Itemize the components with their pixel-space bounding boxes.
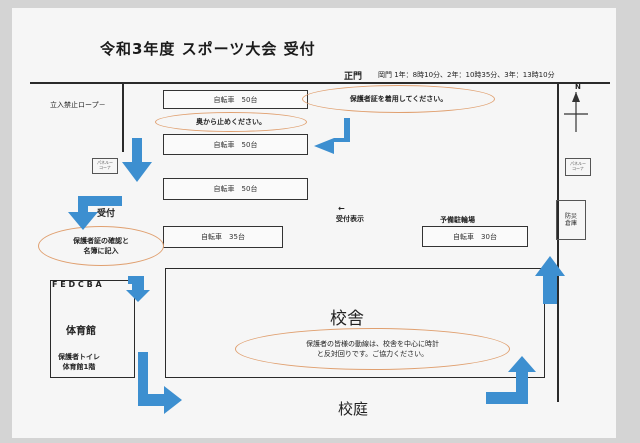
bicycle-parking-1: 自転車 50台 [163, 90, 308, 109]
school-building [165, 268, 545, 378]
bicycle-parking-reserve: 自転車 30台 [422, 226, 528, 247]
arrow-bottom-right-icon [486, 356, 536, 404]
gym-doors-label: F E D C B A [52, 280, 102, 289]
left-rope-line [122, 82, 124, 152]
bicycle-parking-2: 自転車 50台 [163, 134, 308, 155]
disaster-storage: 防災 倉庫 [556, 200, 586, 240]
wear-certificate-note: 保護者証を着用してください。 [302, 85, 495, 113]
top-boundary-line [30, 82, 610, 84]
arrow-l-down-icon [68, 196, 122, 230]
rope-label: 立入禁止ロープ－ [50, 101, 106, 109]
arrow-bottom-left-icon [138, 352, 182, 414]
bicycle-parking-3: 自転車 50台 [163, 178, 308, 200]
reception-marker-label: 受付表示 [336, 215, 364, 223]
circulation-note: 保護者の皆様の動線は、校舎を中心に時計 と反対回りです。ご協力ください。 [235, 328, 510, 370]
gym-label: 体育館 [66, 326, 96, 337]
right-boundary-line [557, 82, 559, 402]
reserve-parking-label: 予備駐輪場 [440, 216, 475, 224]
reception-check-note: 保護者証の確認と 名簿に記入 [38, 226, 164, 266]
gymnasium [50, 280, 135, 378]
reception-label: 受付 [97, 209, 116, 219]
gate-schedule: 岡門 1年：8時10分、2年：10時35分、3年：13時10分 [378, 71, 555, 79]
main-gate-label: 正門 [344, 72, 363, 82]
park-from-back-note: 奥から止めください。 [155, 112, 307, 132]
page-title: 令和3年度 スポーツ大会 受付 [100, 40, 316, 58]
bicycle-parking-4: 自転車 35台 [163, 226, 283, 248]
panel-corner-sign-right: パネルー コーナ [565, 158, 591, 176]
gym-toilet-label: 保護者トイレ 体育館1階 [58, 353, 100, 371]
arrow-down-left-icon [122, 138, 152, 182]
panel-corner-sign-left: パネルー コーナ [92, 158, 118, 174]
arrow-right-down-icon [126, 276, 150, 302]
reception-arrow-glyph: ← [338, 204, 345, 213]
schoolyard-label: 校庭 [338, 400, 369, 418]
compass-icon [564, 92, 588, 132]
arrow-left-icon [314, 118, 350, 154]
north-label: N [575, 83, 581, 91]
school-building-label: 校舎 [330, 309, 364, 329]
arrow-up-right-icon [535, 256, 565, 304]
